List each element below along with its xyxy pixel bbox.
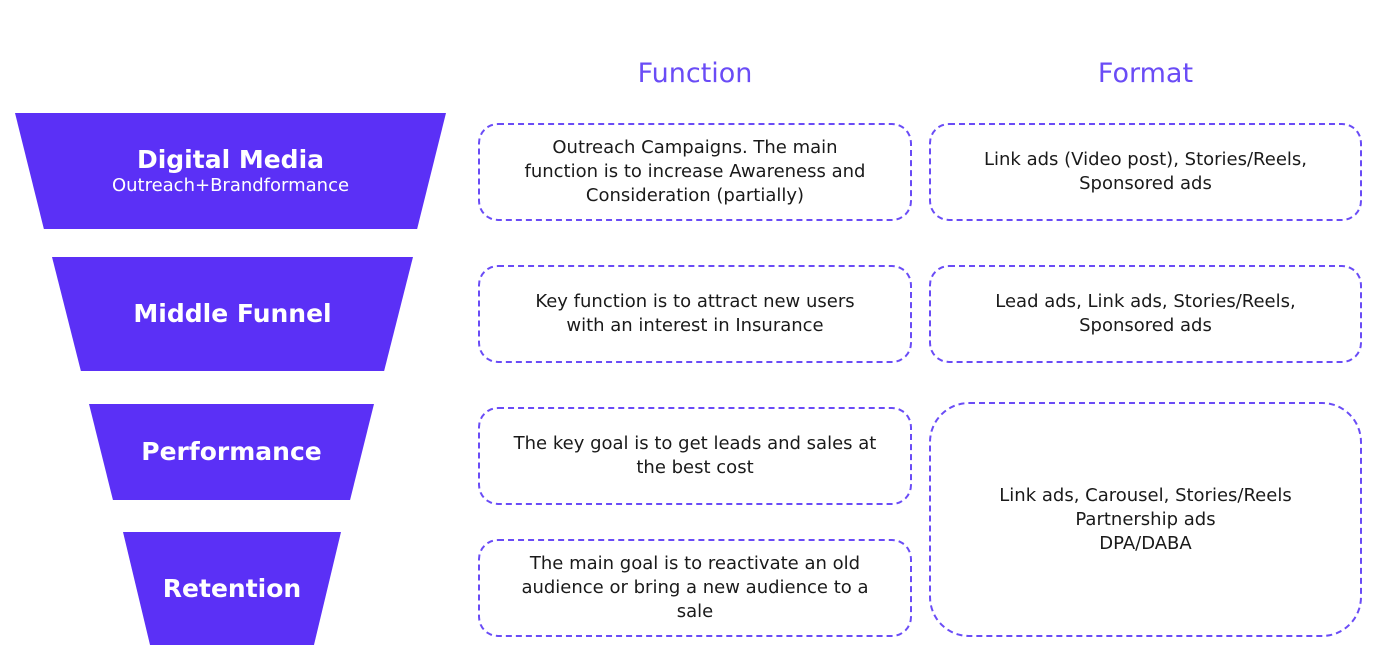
function-text: The key goal is to get leads and sales a… bbox=[513, 433, 877, 478]
funnel-stage-middle-funnel: Middle Funnel bbox=[52, 257, 413, 371]
function-box-digital-media: Outreach Campaigns. The main function is… bbox=[478, 123, 912, 221]
funnel-stage-digital-media: Digital Media Outreach+Brandformance bbox=[15, 113, 446, 229]
stage-subtitle: Outreach+Brandformance bbox=[111, 175, 350, 196]
format-text: Lead ads, Link ads, Stories/Reels, Spons… bbox=[995, 291, 1296, 336]
funnel-stage-performance: Performance bbox=[89, 404, 374, 500]
function-box-middle-funnel: Key function is to attract new users wit… bbox=[478, 265, 912, 363]
format-box-performance-retention: Link ads, Carousel, Stories/Reels Partne… bbox=[929, 402, 1362, 637]
function-text: Key function is to attract new users wit… bbox=[535, 291, 855, 336]
function-text: The main goal is to reactivate an old au… bbox=[521, 553, 869, 622]
stage-name: Middle Funnel bbox=[133, 299, 332, 328]
function-box-performance: The key goal is to get leads and sales a… bbox=[478, 407, 912, 505]
function-box-retention: The main goal is to reactivate an old au… bbox=[478, 539, 912, 637]
format-column-header: Format bbox=[1097, 58, 1194, 89]
format-text: Link ads, Carousel, Stories/Reels Partne… bbox=[999, 484, 1292, 554]
format-box-middle-funnel: Lead ads, Link ads, Stories/Reels, Spons… bbox=[929, 265, 1362, 363]
funnel-stage-retention: Retention bbox=[123, 532, 341, 645]
format-box-digital-media: Link ads (Video post), Stories/Reels, Sp… bbox=[929, 123, 1362, 221]
stage-name: Digital Media bbox=[136, 145, 325, 174]
function-column-header: Function bbox=[637, 58, 753, 89]
function-text: Outreach Campaigns. The main function is… bbox=[524, 137, 866, 206]
stage-name: Retention bbox=[162, 573, 302, 603]
format-text: Link ads (Video post), Stories/Reels, Sp… bbox=[983, 149, 1307, 194]
stage-name: Performance bbox=[141, 437, 322, 466]
